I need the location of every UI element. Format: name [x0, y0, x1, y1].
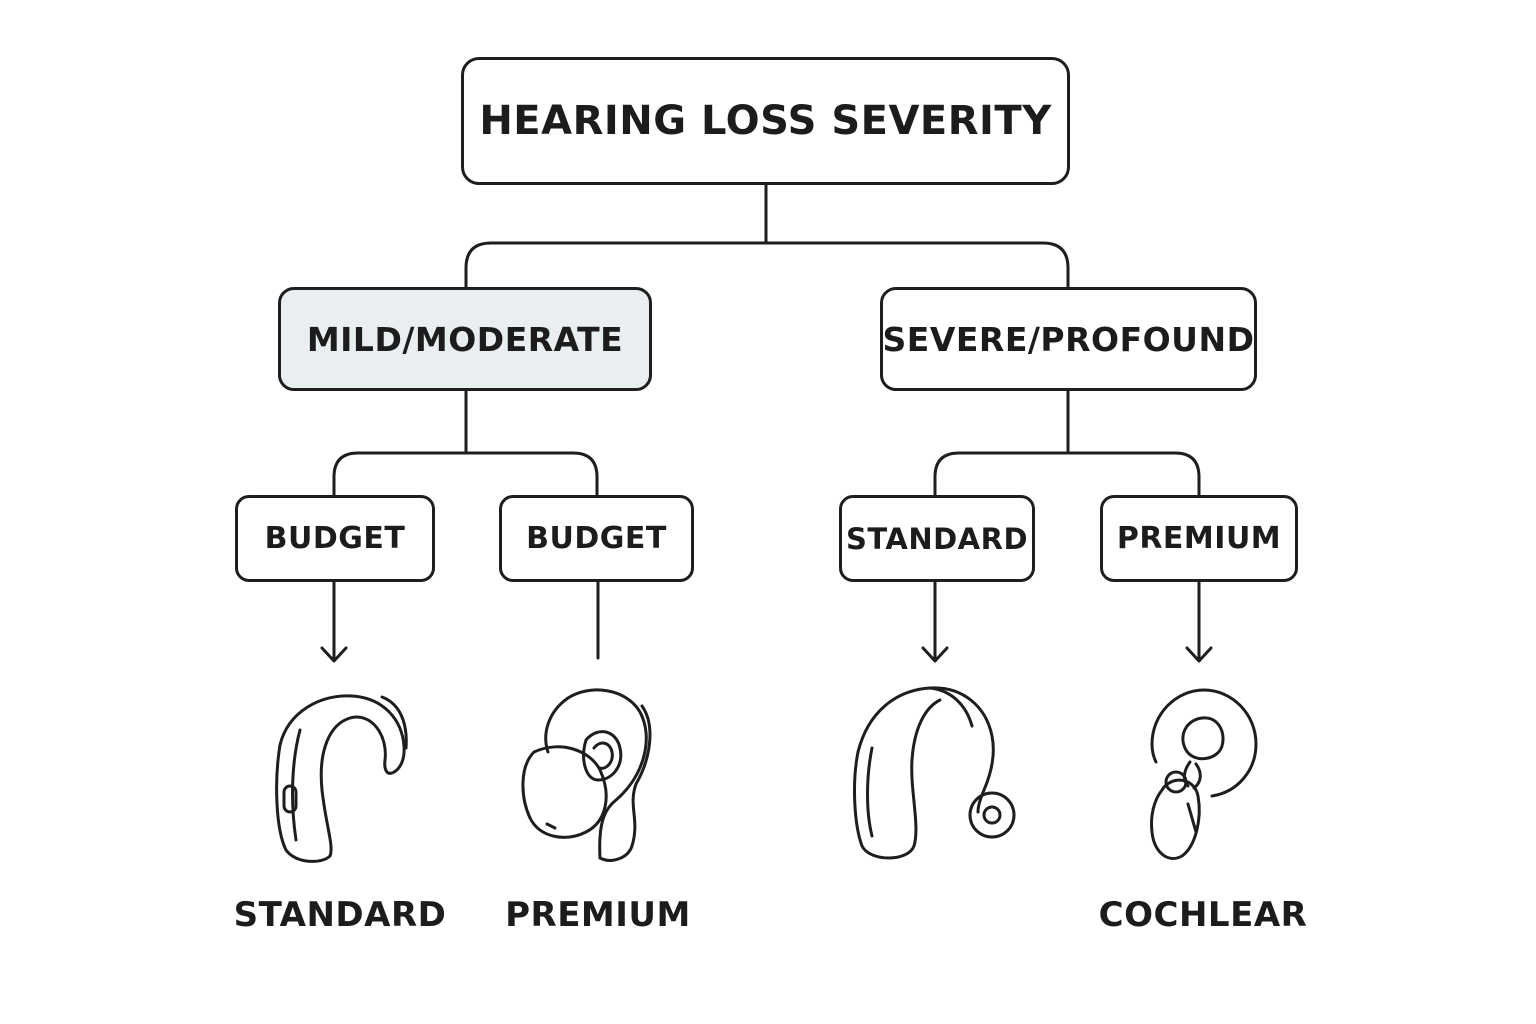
- option-node-standard: STANDARD: [839, 495, 1035, 582]
- root-node-hearing-loss-severity: HEARING LOSS SEVERITY: [461, 57, 1070, 185]
- device-label-premium: PREMIUM: [505, 895, 691, 935]
- option-node-budget-2: BUDGET: [499, 495, 694, 582]
- arrow-premium-to-cochlear: [1185, 580, 1213, 663]
- cochlear-implant-icon: [1150, 688, 1258, 860]
- connector-mild-to-options: [332, 389, 599, 497]
- connector-severe-to-options: [933, 389, 1201, 497]
- device-label-cochlear: COCHLEAR: [1098, 895, 1308, 935]
- connector-root-to-branches: [464, 183, 1070, 289]
- behind-the-ear-hearing-aid-icon: [275, 694, 408, 863]
- option-node-budget-1: BUDGET: [235, 495, 435, 582]
- receiver-behind-the-ear-hearing-aid-icon: [853, 686, 1016, 860]
- in-ear-hearing-aid-icon: [521, 688, 652, 862]
- device-label-severe-standard: [807, 895, 1067, 941]
- branch-node-severe-profound: SEVERE/PROFOUND: [880, 287, 1257, 391]
- device-label-standard: STANDARD: [233, 895, 447, 935]
- arrow-budget-to-standard: [320, 580, 348, 663]
- arrow-standard-to-device: [921, 580, 949, 663]
- branch-node-mild-moderate: MILD/MODERATE: [278, 287, 652, 391]
- option-node-premium: PREMIUM: [1100, 495, 1298, 582]
